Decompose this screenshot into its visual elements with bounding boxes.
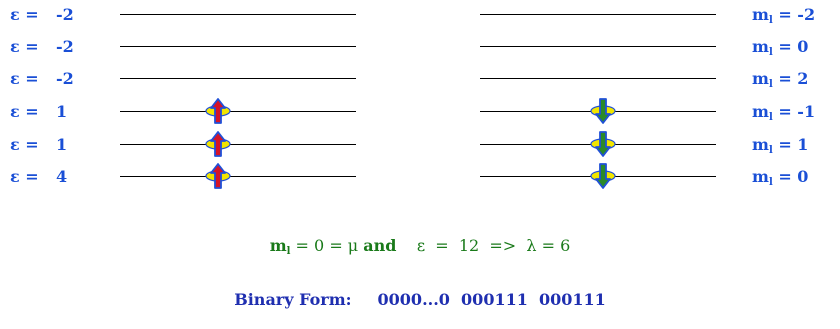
epsilon-symbol: ε xyxy=(10,102,20,121)
ml-subscript: l xyxy=(768,112,773,123)
epsilon-value: -2 xyxy=(56,5,74,24)
epsilon-label: ε = -2 xyxy=(10,69,74,88)
ml-symbol: m xyxy=(752,69,769,88)
spin-down-arrow-icon xyxy=(590,131,616,157)
epsilon-symbol: ε xyxy=(10,5,20,24)
spin-down-arrow-icon xyxy=(590,98,616,124)
ml-label: ml = 0 xyxy=(752,167,809,188)
epsilon-label: ε = 4 xyxy=(10,167,68,186)
ml-value: -2 xyxy=(797,5,816,24)
equation-line: ml = 0 = μ and ε = 12 => λ = 6 xyxy=(0,236,840,257)
energy-level-line xyxy=(120,176,356,177)
ml-value: 0 xyxy=(797,167,809,186)
epsilon-symbol: ε xyxy=(10,37,20,56)
binary-part: 0000...0 xyxy=(377,290,450,309)
ml-symbol: m xyxy=(752,135,769,154)
epsilon-relation: ε = 12 => λ = 6 xyxy=(396,236,571,255)
and-word: and xyxy=(363,236,397,255)
epsilon-label: ε = -2 xyxy=(10,5,74,24)
spin-up-arrow-icon xyxy=(205,163,231,189)
ml-subscript: l xyxy=(768,79,773,90)
energy-level-line xyxy=(120,46,356,47)
epsilon-value: -2 xyxy=(56,69,74,88)
spin-up-arrow-icon xyxy=(205,98,231,124)
ml-label: ml = -1 xyxy=(752,102,816,123)
ml-label: ml = 1 xyxy=(752,135,809,156)
ml-subscript: l xyxy=(768,47,773,58)
ml-symbol: m xyxy=(752,5,769,24)
ml-label: ml = -2 xyxy=(752,5,816,26)
ml-relation: = 0 = μ xyxy=(290,236,364,255)
binary-label: Binary Form: xyxy=(234,290,352,309)
binary-part: 000111 xyxy=(461,290,528,309)
epsilon-value: 1 xyxy=(56,102,68,121)
ml-subscript: l xyxy=(768,145,773,156)
ml-value: -1 xyxy=(797,102,816,121)
ml-label: ml = 2 xyxy=(752,69,809,90)
up-arrow xyxy=(210,163,226,189)
binary-part: 000111 xyxy=(538,290,606,309)
ml-symbol: m xyxy=(752,167,769,186)
ml-level-line xyxy=(480,14,716,15)
epsilon-label: ε = 1 xyxy=(10,102,68,121)
energy-level-line xyxy=(120,14,356,15)
ml-level-line xyxy=(480,46,716,47)
ml-value: 1 xyxy=(797,135,809,154)
epsilon-value: 4 xyxy=(56,167,68,186)
energy-level-line xyxy=(120,78,356,79)
energy-level-line xyxy=(120,144,356,145)
ml-symbol: m xyxy=(269,236,287,255)
epsilon-value: 1 xyxy=(56,135,68,154)
epsilon-label: ε = 1 xyxy=(10,135,68,154)
epsilon-label: ε = -2 xyxy=(10,37,74,56)
spin-up-arrow-icon xyxy=(205,131,231,157)
down-arrow xyxy=(595,98,611,124)
ml-subscript: l xyxy=(768,177,773,188)
binary-form-line: Binary Form: 0000...0 000111 000111 xyxy=(0,290,840,309)
ml-subscript: l xyxy=(768,15,773,26)
epsilon-symbol: ε xyxy=(10,135,20,154)
epsilon-value: -2 xyxy=(56,37,74,56)
epsilon-symbol: ε xyxy=(10,69,20,88)
epsilon-symbol: ε xyxy=(10,167,20,186)
down-arrow xyxy=(595,163,611,189)
spin-down-arrow-icon xyxy=(590,163,616,189)
up-arrow xyxy=(210,131,226,157)
down-arrow xyxy=(595,131,611,157)
ml-level-line xyxy=(480,78,716,79)
ml-value: 2 xyxy=(797,69,809,88)
ml-label: ml = 0 xyxy=(752,37,809,58)
up-arrow xyxy=(210,98,226,124)
ml-value: 0 xyxy=(797,37,809,56)
ml-symbol: m xyxy=(752,102,769,121)
energy-level-line xyxy=(120,111,356,112)
ml-symbol: m xyxy=(752,37,769,56)
ml-subscript: l xyxy=(286,246,291,257)
